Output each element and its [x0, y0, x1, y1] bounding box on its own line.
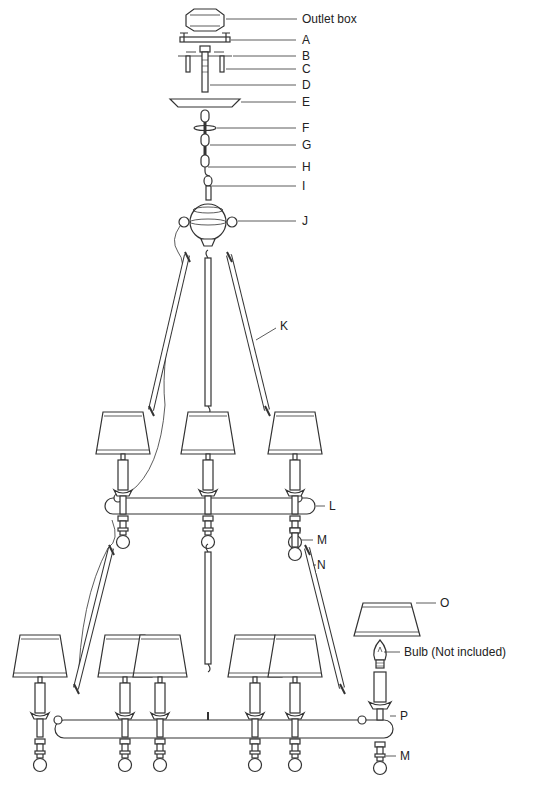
candle-arm: [133, 635, 187, 772]
loop-stem: [206, 186, 211, 200]
canopy: [170, 99, 240, 107]
rod-fill: [229, 255, 267, 410]
chain-link: [201, 155, 209, 167]
callout-letter: I: [301, 178, 306, 194]
callout-letter: F: [301, 120, 310, 136]
mounting-screw-head: [180, 32, 230, 33]
center-rod: [205, 258, 211, 406]
leader-line: [226, 19, 297, 20]
ring-loop: [54, 716, 62, 724]
leader-line: [231, 40, 296, 41]
arm-stem: [377, 709, 383, 720]
ring-loop: [358, 716, 366, 724]
leader-line: [233, 56, 296, 57]
finial-part: [374, 742, 387, 775]
candle-arm: [96, 412, 150, 549]
stud-screw: [220, 56, 224, 72]
threaded-nipple: [202, 52, 208, 92]
mounting-screw: [184, 33, 226, 42]
part-label: Bulb (Not included): [403, 644, 507, 660]
stud-screw: [186, 56, 190, 72]
scroll-loop: [179, 217, 189, 227]
callout-letter: D: [301, 77, 312, 93]
candle-arm: [13, 635, 67, 772]
drip-cup: [369, 702, 391, 709]
chain: [201, 110, 209, 167]
part-label: Outlet box: [301, 11, 358, 27]
candle-arm: [268, 412, 322, 549]
rod-fill: [151, 255, 187, 410]
leader-line: [316, 506, 325, 507]
leader-line: [210, 145, 296, 146]
leader-line: [384, 652, 400, 653]
leader-lines: [208, 19, 436, 756]
candle-arm: [268, 635, 322, 772]
leader-line: [301, 540, 313, 541]
callout-letter: M: [316, 532, 328, 548]
center-rod: [205, 552, 211, 664]
leader-line: [217, 128, 296, 129]
leader-line: [226, 69, 296, 70]
callout-letter: A: [301, 32, 311, 48]
thread: [202, 60, 208, 72]
rod-outline: [151, 255, 187, 410]
leader-line: [416, 603, 436, 604]
rod-hook: [206, 544, 210, 672]
callout-letter: G: [301, 137, 312, 153]
leader-line: [241, 102, 296, 103]
candle-arm: [181, 412, 235, 549]
rod-end: [149, 252, 270, 416]
callout-letter: M: [399, 748, 411, 764]
hex-nut: [200, 46, 210, 52]
chain-link: [201, 110, 209, 122]
outlet-box: [186, 9, 224, 31]
callout-letter: L: [328, 498, 337, 514]
outlet-box-edge: [190, 15, 220, 26]
lamp-shade: [354, 603, 420, 636]
crossbar: [180, 37, 230, 42]
leader-line: [390, 716, 396, 717]
leader-line: [256, 328, 276, 340]
center-ball: [190, 204, 226, 240]
shade-trim: [355, 607, 419, 632]
leader-line: [238, 221, 296, 222]
rod-outline: [229, 255, 267, 410]
candle-sleeve: [374, 672, 386, 702]
callout-letter: K: [279, 318, 289, 334]
ring-hook: [207, 712, 209, 720]
ball-band: [190, 219, 226, 225]
leader-line: [208, 167, 296, 168]
loop: [204, 176, 212, 186]
callout-letter: O: [439, 595, 450, 611]
callout-letter: H: [301, 159, 312, 175]
scroll-loop: [227, 217, 237, 227]
ball-band: [193, 207, 223, 213]
s-hook: [205, 167, 210, 176]
callout-letter: J: [301, 213, 309, 229]
chain-link: [204, 122, 207, 134]
leader-line: [210, 85, 296, 86]
callout-letter: C: [301, 61, 312, 77]
lower-ring: [55, 720, 393, 738]
callout-letter: P: [399, 708, 409, 724]
finial-part: [289, 528, 302, 561]
bulb: [374, 640, 386, 668]
chain-link: [201, 134, 209, 146]
ball-bottom: [201, 239, 215, 246]
rod-hook: [206, 250, 210, 414]
leader-line: [386, 756, 396, 757]
leader-line: [212, 186, 296, 187]
callout-letter: E: [301, 94, 311, 110]
callout-letter: N: [316, 557, 327, 573]
